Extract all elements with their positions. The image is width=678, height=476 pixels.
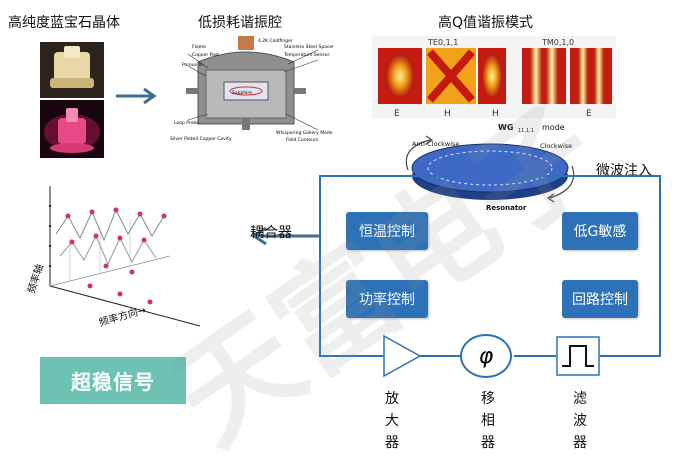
ultra-stable-signal-box: 超稳信号 <box>40 357 186 404</box>
cavity-label-temp-sensor: Temperature Sensor <box>283 52 330 58</box>
mode-label-h1: H <box>444 109 451 118</box>
cavity-label-silver-plated: Silver Plated Copper Cavity <box>170 136 232 142</box>
cavity-label-sapphire: Sapphire <box>232 90 252 96</box>
clockwise-label: Clockwise <box>540 142 572 150</box>
mode-label-e1: E <box>394 109 400 118</box>
power-control-block: 功率控制 <box>346 280 428 318</box>
cavity-label-steel-spacer: Stainless Steel Spacer <box>284 44 334 50</box>
cavity-label-field-contours: Field Contours <box>286 137 319 143</box>
resonator-mode-subscript: 11,1,1 <box>518 128 534 134</box>
cavity-label-whispering: Whispering Gallery Mode <box>276 130 333 136</box>
phase-shifter-icon: φ <box>460 334 512 378</box>
filter-label: 滤 波 器 <box>573 391 587 451</box>
cavity-label-loop-probe: Loop Probe <box>174 120 199 126</box>
resonant-mode-image: TE0,1,1 TM0,1,0 E H H E <box>372 36 616 118</box>
temperature-control-block: 恒温控制 <box>346 212 428 250</box>
frequency-plot-illustration: 频率轴 频率方向→ <box>24 186 201 329</box>
sapphire-glow-photo <box>40 100 104 158</box>
resonator-mode-label: WG <box>498 123 513 132</box>
sapphire-crystal-photo <box>40 42 104 98</box>
anticlockwise-label: Anti-Clockwise <box>412 140 459 148</box>
cavity-label-copper-post: Copper Post <box>192 52 219 58</box>
phase-shifter-label: 移 相 器 <box>481 391 495 451</box>
mode-label-te: TE0,1,1 <box>427 38 458 47</box>
arrow-right-icon <box>116 87 157 105</box>
cavity-label-porous-in: Porous In <box>182 62 203 68</box>
cavity-title: 低损耗谐振腔 <box>198 15 282 31</box>
crystal-title: 高纯度蓝宝石晶体 <box>8 15 120 31</box>
coupler-label: 耦合器 <box>250 225 292 241</box>
mode-label-h2: H <box>492 109 499 118</box>
resonator-label: Resonator <box>486 204 527 212</box>
low-g-sensitivity-block: 低G敏感 <box>562 212 638 250</box>
cavity-diagram: Flame Copper Post Porous In 4.2K Coldfin… <box>170 36 334 143</box>
mode-label-tm: TM0,1,0 <box>541 38 574 47</box>
plot-y-axis-label: 频率轴 <box>24 262 46 295</box>
amplifier-label: 放 大 器 <box>385 391 399 451</box>
loop-control-block: 回路控制 <box>562 280 638 318</box>
cavity-label-flame: Flame <box>192 44 206 50</box>
amplifier-icon <box>383 334 422 378</box>
mode-title: 高Q值谐振模式 <box>438 15 534 31</box>
filter-icon <box>556 336 600 376</box>
mode-label-e2: E <box>586 109 592 118</box>
resonator-mode-suffix: mode <box>542 123 565 132</box>
plot-x-axis-label: 频率方向→ <box>97 303 147 329</box>
resonator-disc: WG 11,1,1 mode Anti-Clockwise Clockwise … <box>405 123 575 212</box>
cavity-label-cap: 4.2K Coldfinger <box>258 38 293 44</box>
